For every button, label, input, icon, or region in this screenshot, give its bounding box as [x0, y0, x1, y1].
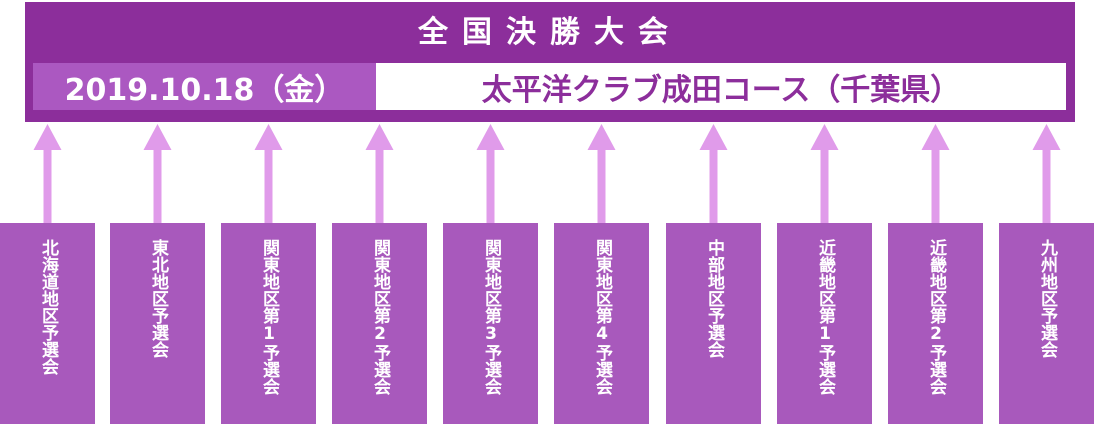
- arrow-shaft: [820, 146, 829, 223]
- qualifier-label: 北海道地区予選会: [38, 239, 58, 375]
- qualifier-label: 関東地区第3予選会: [481, 239, 501, 395]
- arrow-shaft: [931, 146, 940, 223]
- qualifier-label: 中部地区予選会: [704, 239, 724, 358]
- arrow-head: [810, 124, 839, 150]
- qualifier-box: 関東地区第2予選会: [332, 223, 427, 424]
- qualifier-box: 北海道地区予選会: [0, 223, 95, 424]
- qualifier-box: 近畿地区第1予選会: [777, 223, 872, 424]
- arrow-shaft: [375, 146, 384, 223]
- qualifier-label: 東北地区予選会: [148, 239, 168, 358]
- arrow-head: [143, 124, 172, 150]
- arrow-head: [254, 124, 283, 150]
- arrow-head: [699, 124, 728, 150]
- arrow-shaft: [264, 146, 273, 223]
- qualifier-label: 関東地区第1予選会: [259, 239, 279, 395]
- final-title: 全国決勝大会: [418, 15, 682, 50]
- arrow-shaft: [43, 146, 52, 223]
- qualifier-box: 関東地区第1予選会: [221, 223, 316, 424]
- arrow-shaft: [597, 146, 606, 223]
- qualifier-box: 近畿地区第2予選会: [888, 223, 983, 424]
- qualifier-box: 関東地区第3予選会: [443, 223, 538, 424]
- qualifier-label: 近畿地区第2予選会: [926, 239, 946, 395]
- arrow-shaft: [1042, 146, 1051, 223]
- final-venue: 太平洋クラブ成田コース（千葉県）: [376, 63, 1066, 110]
- qualifier-box: 九州地区予選会: [999, 223, 1094, 424]
- arrow-shaft: [153, 146, 162, 223]
- final-date: 2019.10.18（金）: [33, 63, 376, 110]
- qualifier-box: 東北地区予選会: [110, 223, 205, 424]
- arrow-head: [1032, 124, 1061, 150]
- qualifier-label: 近畿地区第1予選会: [815, 239, 835, 395]
- qualifier-label: 九州地区予選会: [1037, 239, 1057, 358]
- arrow-head: [365, 124, 394, 150]
- arrow-head: [476, 124, 505, 150]
- arrow-head: [33, 124, 62, 150]
- arrow-head: [587, 124, 616, 150]
- qualifier-box: 関東地区第4予選会: [554, 223, 649, 424]
- arrow-shaft: [486, 146, 495, 223]
- qualifier-label: 関東地区第4予選会: [592, 239, 612, 395]
- qualifier-box: 中部地区予選会: [666, 223, 761, 424]
- qualifier-label: 関東地区第2予選会: [370, 239, 390, 395]
- arrow-head: [921, 124, 950, 150]
- arrow-shaft: [709, 146, 718, 223]
